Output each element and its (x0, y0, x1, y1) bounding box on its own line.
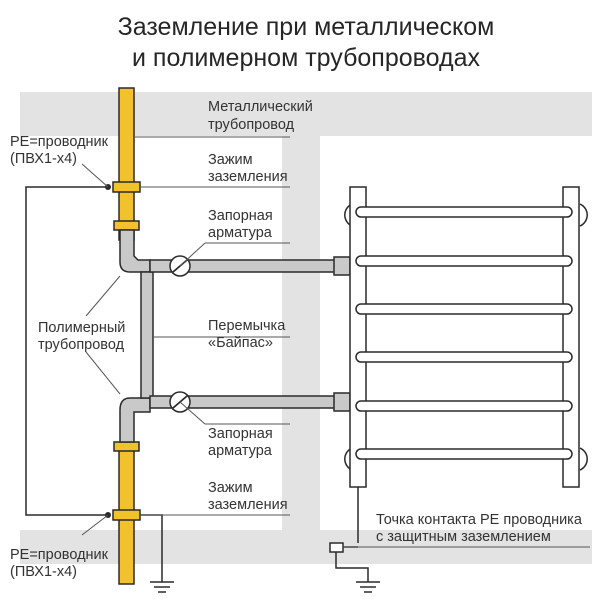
label-valve-bottom-line-2: арматура (208, 443, 272, 459)
label-pe-top-line-1: PE=проводник (10, 134, 108, 150)
radiator-connector-top (333, 256, 351, 276)
label-polymer-pipe-line-2: трубопровод (38, 337, 125, 353)
bypass-pipe (140, 271, 154, 399)
wall-panel-center (282, 136, 320, 530)
ground-symbol-radiator-icon (356, 581, 380, 593)
towel-radiator (344, 186, 588, 488)
ground-wire-terminal (335, 552, 369, 582)
label-metal-pipe-line-1: Металлический (208, 99, 313, 115)
diagram-title-line-1: Заземление при металлическом (117, 13, 495, 41)
label-valve-top-line-2: арматура (208, 225, 272, 241)
leader-lines (81, 136, 590, 548)
polymer-pipe-upper-elbow (119, 229, 151, 273)
label-clamp-bottom-line-1: Зажим (208, 480, 253, 496)
label-pe-top-line-2: (ПВХ1-х4) (10, 151, 77, 167)
label-polymer-pipe-line-1: Полимерный (38, 320, 126, 336)
label-contact-point-line-1: Точка контакта PE проводника (376, 512, 582, 528)
label-valve-bottom-line-1: Запорная (208, 426, 273, 442)
diagram-title-line-2: и полимерном трубопроводах (132, 44, 480, 72)
pipe-coupling-top (113, 220, 140, 231)
label-bypass-line-2: «Байпас» (208, 335, 273, 351)
ground-symbol-pipe-icon (150, 581, 174, 593)
label-valve-top-line-1: Запорная (208, 208, 273, 224)
radiator-connector-bottom (333, 392, 351, 412)
label-bypass-line-1: Перемычка (208, 318, 286, 334)
label-clamp-bottom-line-2: заземления (208, 497, 288, 513)
label-clamp-top-line-1: Зажим (208, 152, 253, 168)
grounding-clamp-top (112, 181, 141, 193)
label-contact-point-line-2: с защитным заземлением (376, 529, 551, 545)
label-pe-bottom-line-2: (ПВХ1-х4) (10, 564, 77, 580)
metal-pipe-top (118, 87, 135, 241)
label-metal-pipe-line-2: трубопровод (208, 117, 295, 133)
pe-contact-terminal (329, 542, 344, 553)
pe-conductor-left (25, 186, 108, 516)
label-pe-bottom-line-1: PE=проводник (10, 547, 108, 563)
pipe-coupling-bottom (113, 441, 140, 452)
label-clamp-top-line-2: заземления (208, 169, 288, 185)
grounding-clamp-bottom (112, 509, 141, 521)
wall-panel-top (20, 92, 592, 136)
polymer-pipe-lower-elbow (119, 397, 151, 443)
